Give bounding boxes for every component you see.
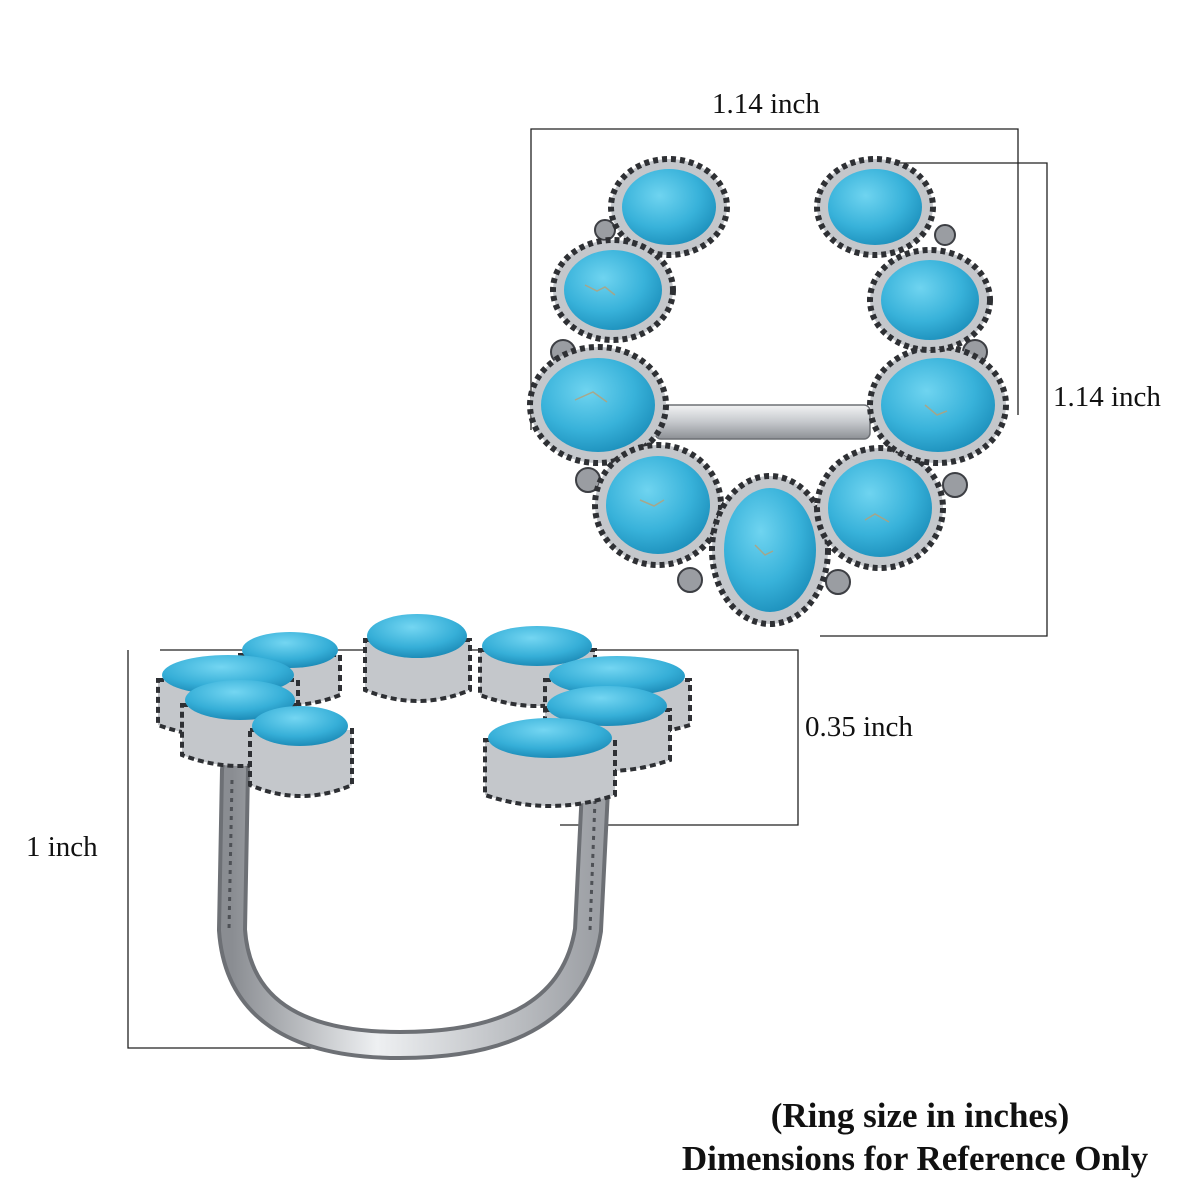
side-depth-label: 0.35 inch <box>805 711 913 743</box>
top-width-bracket <box>530 128 1019 430</box>
top-height-label: 1.14 inch <box>1053 381 1161 413</box>
turquoise-stone <box>483 718 617 808</box>
silver-bead <box>677 567 703 593</box>
turquoise-stone <box>527 344 669 466</box>
turquoise-stone <box>550 237 676 343</box>
top-height-bracket <box>820 162 1048 637</box>
silver-bead <box>825 569 851 595</box>
side-height-label: 1 inch <box>26 831 98 863</box>
caption-reference-note: Dimensions for Reference Only <box>681 1139 1149 1178</box>
silver-bead <box>942 472 968 498</box>
turquoise-stone <box>867 247 993 353</box>
caption-ring-size: (Ring size in inches) <box>770 1096 1070 1135</box>
turquoise-stone <box>814 445 946 571</box>
silver-bead <box>594 219 616 241</box>
turquoise-stone <box>608 156 730 258</box>
turquoise-stone <box>814 156 936 258</box>
turquoise-stone <box>248 706 354 798</box>
top-width-label: 1.14 inch <box>712 88 820 120</box>
silver-bead <box>934 224 956 246</box>
turquoise-stone <box>363 614 472 703</box>
turquoise-stone <box>592 442 724 568</box>
turquoise-stone <box>709 473 831 627</box>
turquoise-stone <box>867 344 1009 466</box>
